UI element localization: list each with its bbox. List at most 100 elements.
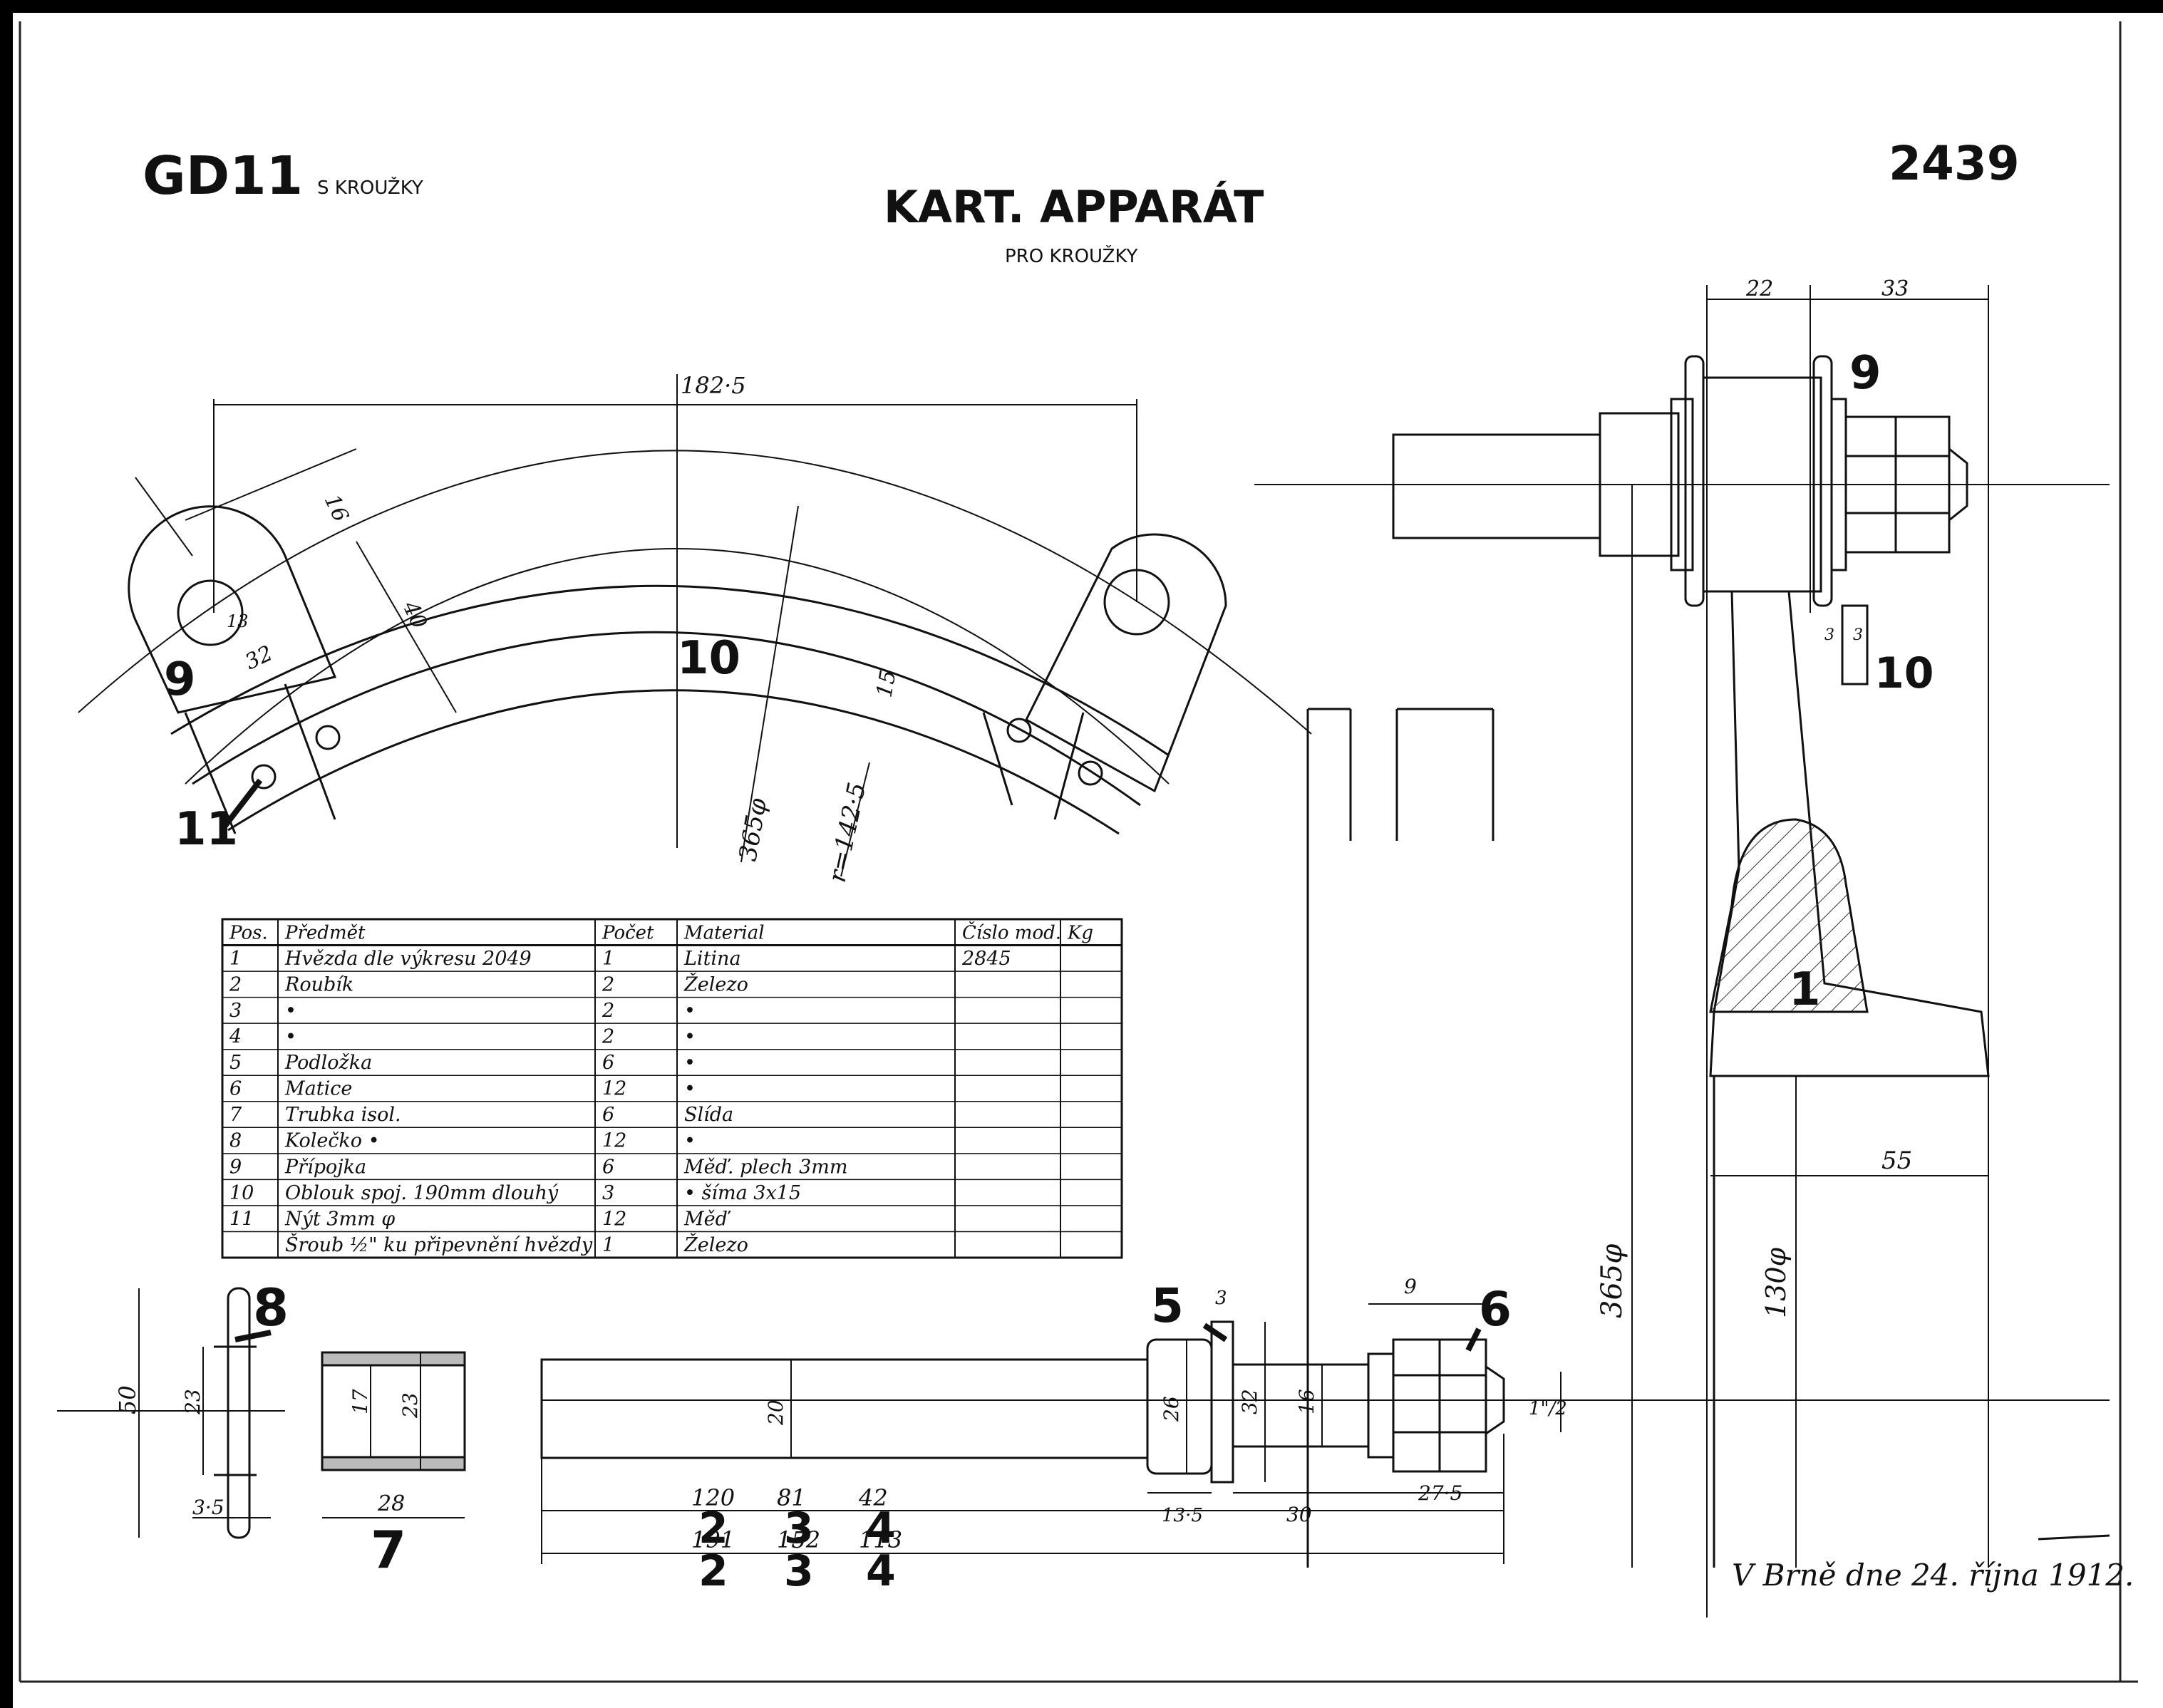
- table-header-cell: Material: [683, 922, 765, 943]
- dim-line-radius: [840, 762, 870, 877]
- table-cell: 7: [229, 1104, 242, 1126]
- callout-11: 11: [175, 803, 238, 856]
- drawing-subtitle: PRO KROUŽKY: [1005, 244, 1138, 267]
- dim-33: 33: [1881, 276, 1909, 301]
- dim-28: 28: [377, 1491, 405, 1516]
- dim-3: 3: [1215, 1288, 1227, 1309]
- right-cut-2: [1053, 712, 1085, 820]
- dim-3-5: 3·5: [192, 1496, 224, 1519]
- ring-arc-inner: [192, 631, 1141, 807]
- hub-flange: [1670, 398, 1694, 571]
- rivet: [315, 725, 341, 750]
- tube-view: 17 23 28 7: [321, 1351, 466, 1580]
- leader-8: [234, 1330, 272, 1342]
- table-cell: Roubík: [284, 973, 353, 995]
- dim-3a: 3: [1824, 626, 1834, 644]
- table-cell: •: [684, 1078, 696, 1100]
- dim-365: 365φ: [733, 796, 773, 863]
- dim-32: 32: [242, 641, 277, 675]
- dim-13: 13: [227, 611, 249, 631]
- table-cell: Železo: [683, 972, 748, 995]
- table-cell: 6: [229, 1078, 242, 1100]
- length-label: 113: [859, 1526, 902, 1553]
- dim-9: 9: [1404, 1275, 1417, 1298]
- table-cell: 6: [602, 1104, 614, 1126]
- washer-right: [1812, 355, 1833, 607]
- callout-7: 7: [371, 1520, 406, 1580]
- drawing-code-note: S KROUŽKY: [317, 176, 423, 199]
- construction-arc: [78, 450, 1312, 735]
- table-header-cell: Předmět: [284, 922, 366, 943]
- table-cell: 12: [602, 1208, 626, 1230]
- dim-27-5: 27·5: [1418, 1481, 1462, 1505]
- ext-line: [135, 477, 193, 557]
- dim-line-365: [740, 505, 799, 863]
- left-lug-hole: [177, 579, 244, 646]
- callout-6: 6: [1479, 1282, 1512, 1337]
- table-cell: 9: [229, 1156, 242, 1178]
- dim-365-side: 365φ: [1596, 1244, 1628, 1318]
- table-cell: Měď: [683, 1208, 731, 1230]
- shaft: [1392, 433, 1601, 539]
- signature: V Brně dne 24. října 1912.: [1732, 1558, 2134, 1593]
- sheet-number: 2439: [1889, 136, 2020, 191]
- table-cell: 5: [229, 1052, 242, 1074]
- table-cell: 3: [602, 1182, 614, 1204]
- hub: [1599, 412, 1680, 557]
- table-cell: •: [285, 1026, 296, 1048]
- rivet: [1006, 718, 1032, 743]
- table-frame: [221, 918, 1123, 1259]
- table-cell: 2: [229, 973, 242, 995]
- table-cell: Slída: [684, 1104, 733, 1126]
- position-label: 3: [784, 1503, 814, 1553]
- tube-wall-bottom: [321, 1456, 466, 1471]
- table-cell: 1: [602, 948, 614, 970]
- callout-10-side: 10: [1874, 648, 1934, 698]
- tube-wall-top: [321, 1351, 466, 1367]
- table-cell: • šíma 3x15: [684, 1182, 801, 1204]
- table-cell: Měď. plech 3mm: [683, 1156, 847, 1178]
- callout-10: 10: [677, 632, 740, 685]
- position-label: 4: [866, 1546, 896, 1596]
- left-lug: [128, 505, 337, 714]
- star-section: [1709, 818, 1869, 1013]
- table-cell: Hvězda dle výkresu 2049: [284, 948, 532, 970]
- table-header-cell: Pos.: [229, 922, 268, 943]
- dim-55: 55: [1881, 1147, 1912, 1175]
- dim-23-tube: 23: [398, 1392, 422, 1419]
- dim-20: 20: [764, 1399, 788, 1426]
- table-cell: •: [684, 1052, 696, 1074]
- table-cell: Oblouk spoj. 190mm dlouhý: [285, 1182, 559, 1204]
- position-label: 2: [698, 1503, 728, 1553]
- table-cell: 1: [229, 948, 242, 970]
- dim-line-40: [356, 541, 457, 713]
- table-cell: Litina: [683, 948, 741, 970]
- table-cell: 12: [602, 1078, 626, 1100]
- table-cell: 1: [602, 1234, 614, 1256]
- dim-16: 16: [319, 491, 353, 526]
- table-cell: Kolečko •: [284, 1130, 380, 1152]
- table-cell: Šroub ½" ku připevnění hvězdy: [285, 1232, 593, 1256]
- dim-16: 16: [1295, 1389, 1318, 1414]
- length-label: 120: [691, 1484, 735, 1511]
- table-cell: Přípojka: [284, 1156, 366, 1178]
- dim-line-16: [185, 448, 357, 521]
- callout-9-side: 9: [1849, 347, 1881, 400]
- washer-profile: [227, 1287, 251, 1539]
- table-cell: •: [684, 1026, 696, 1048]
- length-label: 152: [777, 1526, 820, 1553]
- leader-11: [222, 778, 263, 829]
- left-border: [0, 0, 13, 1708]
- table-cell: •: [285, 1000, 296, 1022]
- bolt-view: 20 26 32 16 1"/2 9 3 13·5 30 27·5 5 6 12…: [540, 1275, 2110, 1596]
- position-label: 2: [698, 1546, 728, 1596]
- table-cell: Trubka isol.: [285, 1104, 401, 1126]
- table-header-cell: Číslo mod.: [962, 921, 1061, 943]
- bolt-end: [1485, 1365, 1505, 1435]
- nut: [1844, 415, 1951, 554]
- dim-26: 26: [1160, 1396, 1183, 1422]
- table-grid: [222, 919, 1122, 1258]
- washer-5: [1210, 1320, 1234, 1484]
- washer-left: [1684, 355, 1705, 607]
